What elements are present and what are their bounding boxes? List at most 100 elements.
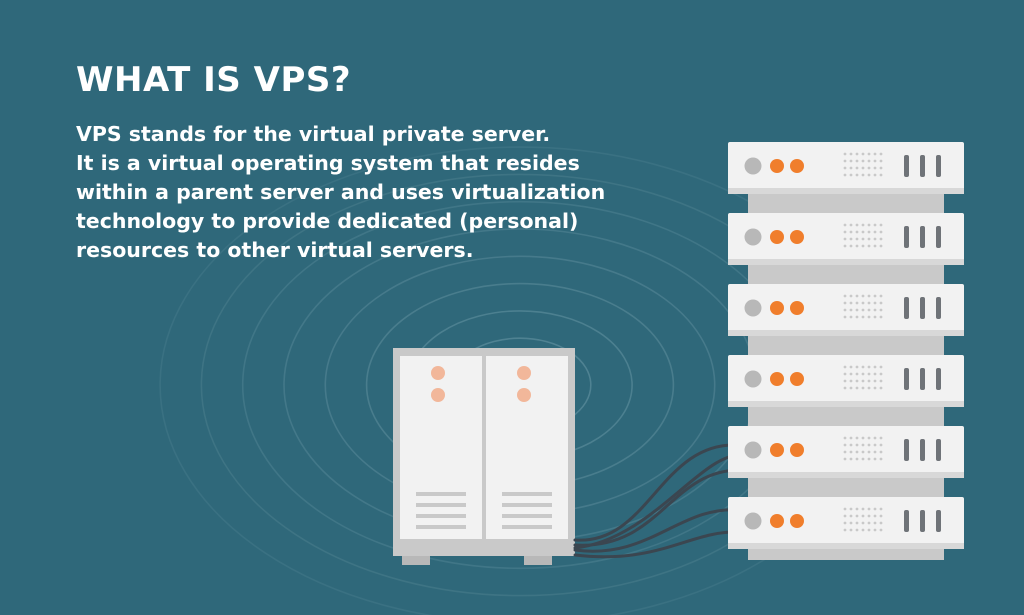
- drive-handle: [936, 297, 941, 319]
- vent-dot: [849, 159, 853, 163]
- vent-dot: [855, 244, 859, 248]
- vent-dot: [879, 173, 883, 177]
- vent-dot: [861, 166, 865, 170]
- vent-dot: [861, 521, 865, 525]
- vent-dot: [843, 436, 847, 440]
- vent-dot: [861, 528, 865, 532]
- vent-dot: [879, 443, 883, 447]
- vent-dot: [879, 386, 883, 390]
- status-light: [517, 388, 531, 402]
- vent-dot: [855, 372, 859, 376]
- page-title: WHAT IS VPS?: [76, 60, 352, 100]
- vent-dot: [867, 237, 871, 241]
- vent-dot: [861, 173, 865, 177]
- vent-dot: [843, 372, 847, 376]
- vent-dot: [849, 379, 853, 383]
- vent-dot: [855, 173, 859, 177]
- vent-dot: [855, 301, 859, 305]
- vent-dot: [849, 457, 853, 461]
- vent-dot: [873, 159, 877, 163]
- vent-slot: [416, 514, 466, 518]
- status-light: [790, 159, 804, 173]
- vent-dot: [861, 308, 865, 312]
- vent-dot: [849, 443, 853, 447]
- vent-dot: [843, 507, 847, 511]
- vent-dot: [855, 166, 859, 170]
- vent-dot: [861, 443, 865, 447]
- vent-dot: [873, 436, 877, 440]
- vent-dot: [855, 528, 859, 532]
- status-light: [770, 159, 784, 173]
- vent-dot: [861, 230, 865, 234]
- vent-dot: [867, 301, 871, 305]
- drive-handle: [904, 297, 909, 319]
- vent-dot: [861, 457, 865, 461]
- vent-dot: [867, 173, 871, 177]
- vent-dot: [867, 244, 871, 248]
- vent-dot: [873, 365, 877, 369]
- description-line: technology to provide dedicated (persona…: [76, 209, 579, 233]
- tower-bay: [400, 356, 482, 539]
- vent-dot: [843, 237, 847, 241]
- status-light: [770, 514, 784, 528]
- vent-dot: [861, 386, 865, 390]
- vent-dot: [855, 507, 859, 511]
- power-light: [744, 299, 762, 317]
- vent-dot: [873, 308, 877, 312]
- vent-dot: [879, 315, 883, 319]
- vent-dot: [879, 294, 883, 298]
- vent-dot: [843, 457, 847, 461]
- drive-handle: [920, 155, 925, 177]
- vent-dot: [861, 152, 865, 156]
- drive-handle: [936, 226, 941, 248]
- drive-handle: [904, 439, 909, 461]
- vent-dot: [843, 379, 847, 383]
- vent-dot: [879, 301, 883, 305]
- vent-dot: [849, 223, 853, 227]
- vent-dot: [861, 372, 865, 376]
- drive-handle: [920, 510, 925, 532]
- vent-dot: [879, 379, 883, 383]
- vent-dot: [855, 443, 859, 447]
- vent-dot: [873, 528, 877, 532]
- vent-dot: [849, 244, 853, 248]
- vent-dot: [849, 450, 853, 454]
- vent-dot: [849, 173, 853, 177]
- vent-dot: [873, 457, 877, 461]
- network-cable-icon: [573, 443, 742, 559]
- vent-dot: [855, 315, 859, 319]
- vent-dot: [879, 507, 883, 511]
- vent-dot: [843, 294, 847, 298]
- rack-unit-edge: [728, 543, 964, 549]
- vent-dot: [855, 514, 859, 518]
- status-light: [431, 366, 445, 380]
- vent-dot: [867, 294, 871, 298]
- drive-handle: [920, 439, 925, 461]
- vent-dot: [873, 230, 877, 234]
- vent-dot: [873, 372, 877, 376]
- vent-dot: [855, 223, 859, 227]
- description-line: resources to other virtual servers.: [76, 238, 474, 262]
- vent-dot: [861, 294, 865, 298]
- status-light: [790, 514, 804, 528]
- vent-dot: [861, 379, 865, 383]
- description-line: within a parent server and uses virtuali…: [76, 180, 606, 204]
- vent-dot: [867, 365, 871, 369]
- vent-dot: [861, 244, 865, 248]
- vent-dot: [879, 230, 883, 234]
- vent-dot: [861, 507, 865, 511]
- drive-handle: [920, 297, 925, 319]
- vent-dot: [849, 315, 853, 319]
- vent-dot: [867, 436, 871, 440]
- vent-dot: [873, 237, 877, 241]
- vent-dot: [873, 514, 877, 518]
- drive-handle: [936, 368, 941, 390]
- vent-dot: [873, 294, 877, 298]
- vent-dot: [849, 308, 853, 312]
- vent-dot: [879, 450, 883, 454]
- description-line: It is a virtual operating system that re…: [76, 151, 580, 175]
- vent-slot: [416, 503, 466, 507]
- rack-unit-edge: [728, 472, 964, 478]
